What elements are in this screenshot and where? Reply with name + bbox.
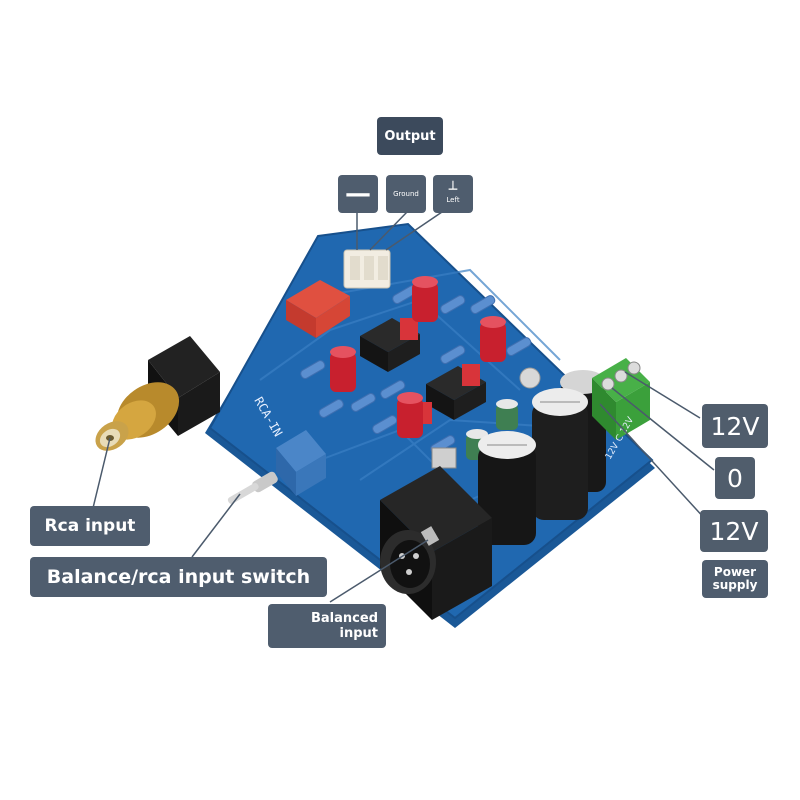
voltage-12v-bottom-label: 12V <box>700 510 768 552</box>
rca-input-label: Rca input <box>30 506 150 546</box>
left-text: Left <box>446 196 460 204</box>
plus-icon: ┴ <box>448 182 458 198</box>
voltage-12v-top-label: 12V <box>702 404 768 448</box>
input-switch-label: Balance/rca input switch <box>30 557 327 597</box>
xlr-jack <box>380 466 492 620</box>
output-connector <box>343 249 391 289</box>
leader-lines <box>92 211 715 603</box>
rca-jack <box>95 336 220 451</box>
ground-text: Ground <box>393 190 419 198</box>
red-film-capacitor <box>286 280 350 338</box>
input-toggle-switch <box>227 430 326 504</box>
voltage-zero-label: 0 <box>715 457 755 499</box>
op-amp-chips <box>360 318 486 424</box>
large-filter-capacitors <box>478 370 606 545</box>
pin-left-label: ┴ Left <box>433 175 473 213</box>
output-label: Output <box>377 117 443 155</box>
resistors <box>300 285 532 454</box>
power-supply-label: Power supply <box>702 560 768 598</box>
red-electrolytic-capacitors <box>330 276 506 438</box>
pin-minus-label: — <box>338 175 378 213</box>
balanced-input-label: Balanced input <box>268 604 386 648</box>
pin-ground-label: Ground <box>386 175 426 213</box>
minus-symbol: — <box>345 179 371 209</box>
